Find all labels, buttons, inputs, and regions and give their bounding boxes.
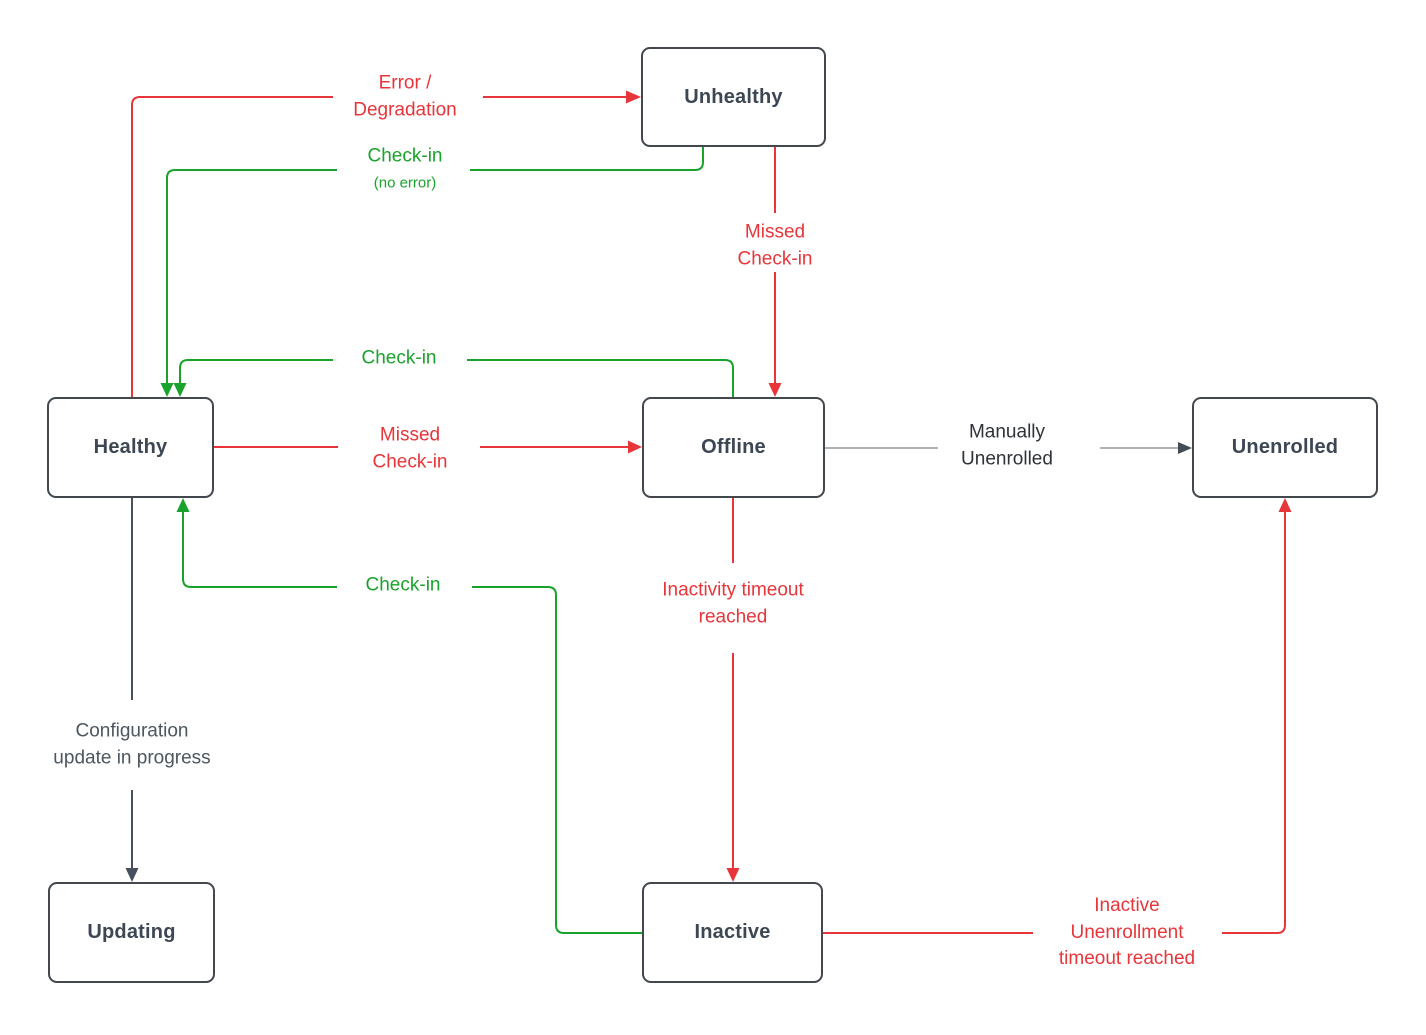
arrowhead bbox=[626, 90, 641, 104]
edge-label-checkin-no-error: Check-in bbox=[367, 145, 443, 167]
edge-label-manually-unenrolled: Manually Unenrolled bbox=[961, 421, 1053, 469]
edge-label-checkin-inactive: Check-in bbox=[365, 574, 441, 596]
edge-healthy-to-unhealthy bbox=[131, 90, 641, 397]
edge-label-inactive-unenrollment: Inactive Unenrollment timeout reached bbox=[1058, 895, 1196, 970]
edge-inactive-to-healthy bbox=[176, 498, 642, 934]
node-unenrolled-label: Unenrolled bbox=[1231, 436, 1339, 458]
arrowhead bbox=[628, 440, 642, 454]
node-unhealthy: Unhealthy bbox=[641, 47, 826, 147]
edge-offline-to-unenrolled bbox=[825, 442, 1192, 454]
arrowhead bbox=[173, 383, 187, 397]
node-offline-label: Offline bbox=[701, 436, 766, 458]
edge-label-checkin-offline: Check-in bbox=[361, 347, 437, 369]
edge-label-configuration-update: Configuration update in progress bbox=[53, 720, 211, 768]
edge-sublabel-no-error: (no error) bbox=[373, 174, 437, 192]
edge-label-error-degradation: Error / Degradation bbox=[353, 72, 457, 120]
node-inactive-label: Inactive bbox=[694, 921, 771, 943]
arrowhead bbox=[726, 868, 740, 882]
node-inactive: Inactive bbox=[642, 882, 823, 983]
edge-offline-to-healthy bbox=[173, 359, 734, 397]
edge-offline-to-inactive bbox=[726, 498, 740, 882]
node-updating: Updating bbox=[48, 882, 215, 983]
edge-label-inactivity-timeout: Inactivity timeout reached bbox=[662, 579, 804, 627]
edge-healthy-to-updating bbox=[125, 498, 139, 882]
edge-label-missed-checkin-unhealthy: Missed Check-in bbox=[737, 221, 813, 269]
arrowhead bbox=[1178, 442, 1192, 454]
node-healthy: Healthy bbox=[47, 397, 214, 498]
arrowhead bbox=[1278, 498, 1292, 512]
arrowhead bbox=[160, 383, 174, 397]
node-unenrolled: Unenrolled bbox=[1192, 397, 1378, 498]
arrowhead bbox=[176, 498, 190, 512]
arrowhead bbox=[125, 868, 139, 882]
node-offline: Offline bbox=[642, 397, 825, 498]
edge-healthy-to-offline bbox=[214, 440, 642, 454]
edge-label-missed-checkin-healthy: Missed Check-in bbox=[372, 424, 448, 472]
node-unhealthy-label: Unhealthy bbox=[684, 85, 783, 108]
arrowhead bbox=[768, 383, 782, 397]
node-healthy-label: Healthy bbox=[93, 436, 168, 458]
edge-unhealthy-to-healthy bbox=[160, 147, 704, 397]
edge-inactive-to-unenrolled bbox=[823, 498, 1292, 934]
node-updating-label: Updating bbox=[87, 921, 176, 943]
edge-unhealthy-to-offline bbox=[768, 147, 782, 397]
